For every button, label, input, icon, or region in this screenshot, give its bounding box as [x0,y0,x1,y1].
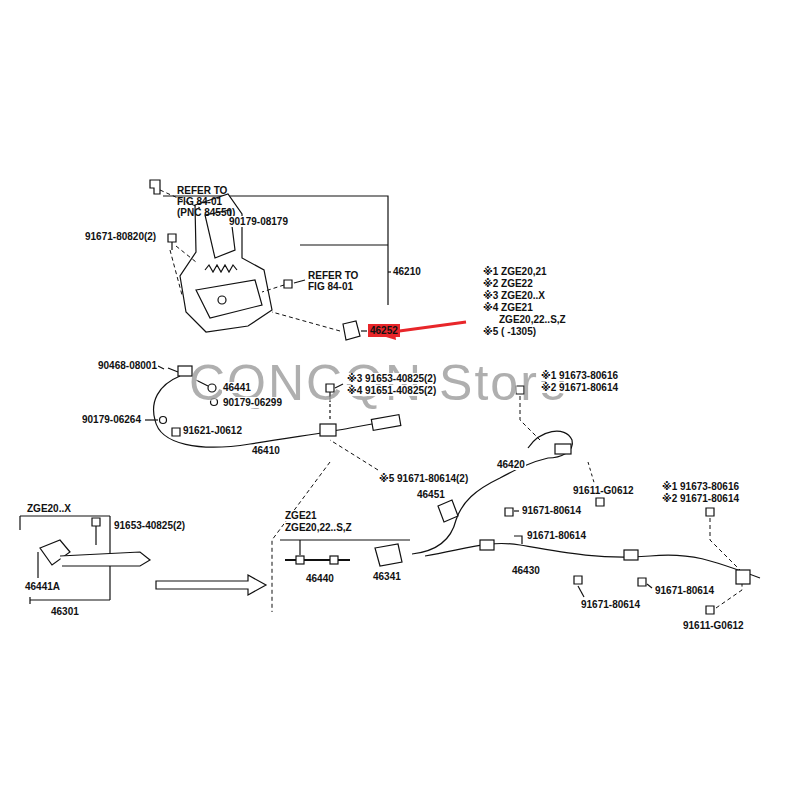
leader-line [37,552,38,578]
part-label: ※3 91653-40825(2) [346,373,437,384]
equalizer-rod [60,552,150,566]
part-label: ※1 ZGE20,21 [482,266,548,277]
nut-part [296,556,304,564]
clamp-part [624,550,638,560]
part-label: ※5 91671-80614(2) [378,473,469,484]
pedal-arm [196,280,262,318]
part-label: 46441 [222,382,252,393]
part-label: ※4 ZGE21 [482,302,534,313]
part-label: ZGE20..X [26,503,72,514]
bracket-line [299,540,300,555]
leader-line [514,536,522,544]
dashed-line [716,582,742,608]
bracket-46451 [438,500,458,522]
part-label: 46451 [416,489,446,500]
leader-line [361,330,367,331]
part-label: 91671-80614 [521,505,582,516]
nut-part [330,556,338,564]
clamp-part [555,444,571,454]
nut-part [160,417,167,424]
part-label: 46440 [305,573,335,584]
cushion-part [343,321,360,340]
bracket-part [736,570,750,584]
part-label: 91621-J0612 [182,425,243,436]
spring [205,265,237,272]
part-label: 46210 [392,266,422,277]
leader-line [158,366,164,369]
bolt-part [574,576,582,584]
part-label: 91611-G0612 [682,620,745,631]
part-label: 90179-06299 [222,397,283,408]
hollow-arrow [156,575,266,595]
cable-46430 [425,543,760,578]
rod-46440 [285,559,350,561]
bracket-line [30,599,110,600]
part-label: 91671-80614 [654,585,715,596]
clamp-part [320,424,336,436]
part-label: 46301 [50,606,80,617]
part-label: 46441A [24,581,61,592]
part-label: ※1 91673-80616 [540,370,619,381]
screw-part [284,280,292,288]
part-label: ※3 ZGE20..X [482,290,546,301]
part-label: ZGE20,22..S,Z [284,522,353,533]
part-label: REFER TO FIG 84-01 [307,270,369,292]
part-label: ZGE20,22..S,Z [498,314,567,325]
dashed-line [330,440,378,470]
part-label: 46341 [372,571,402,582]
part-label: 91671-80820(2) [84,231,157,242]
leader-line [647,584,652,588]
bolt-part [596,498,604,506]
bolt-part [505,508,513,516]
part-label: 90179-06264 [81,414,142,425]
part-label: 46420 [496,459,526,470]
part-label: ※5 ( -1305) [482,326,537,337]
bolt-part [168,234,176,250]
part-label: 91671-80614 [526,530,587,541]
part-label: ※2 91671-80614 [661,493,740,504]
bolt-part [706,606,714,614]
part-label: ※1 91673-80616 [661,481,740,492]
part-label: ※2 91671-80614 [540,382,619,393]
part-label: 91611-G0612 [572,485,635,496]
bracket-line [19,516,20,530]
leader-line [388,271,391,272]
part-label: 91671-80614 [580,599,641,610]
clip-part [150,180,160,194]
leader-line [300,244,388,245]
part-label: ZGE21 [284,510,318,521]
part-label: 91653-40825(2) [113,520,186,531]
leader-line [145,419,158,420]
part-label: 90179-08179 [228,216,289,227]
bolt-part [638,578,646,586]
dashed-line [710,518,742,572]
dashed-line [170,250,182,295]
pivot [218,296,226,304]
part-label: 46410 [251,445,281,456]
leader-line [168,368,178,372]
bracket-46341 [375,544,402,566]
leader-line [514,510,519,511]
bracket-line [29,597,30,604]
cable-46420 [528,431,572,458]
clamp-part [480,540,494,550]
dashed-line [176,246,196,262]
leader-line [294,280,305,283]
part-label: ※4 91651-40825(2) [346,385,437,396]
bolt-part [706,508,714,516]
part-label: REFER TO FIG 84-01 (PNC 84550) [176,185,244,218]
leader-line [578,586,584,597]
cable-end [371,415,400,431]
dashed-line [262,285,284,292]
highlighted-part-number: 46252 [368,324,400,337]
dashed-line [272,312,340,331]
bracket-line [20,515,110,516]
dashed-line [272,462,330,612]
part-label: ※2 ZGE22 [482,278,534,289]
bolt-part [172,428,180,436]
part-label: 46430 [511,565,541,576]
bolt-part [92,518,100,545]
part-label: 90468-08001 [97,360,158,371]
